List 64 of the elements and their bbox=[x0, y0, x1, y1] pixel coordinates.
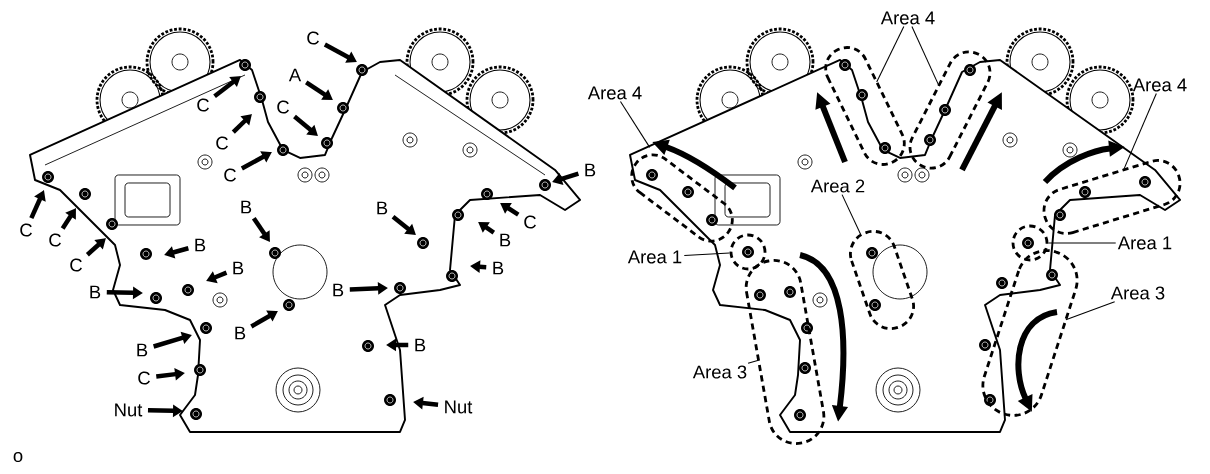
callout-letter: B bbox=[377, 201, 388, 215]
callout-letter: C bbox=[49, 233, 61, 247]
pointer-arrow bbox=[213, 76, 241, 98]
pointer-arrow bbox=[60, 208, 76, 230]
pointer-arrow bbox=[250, 310, 278, 329]
callout-letter: B bbox=[415, 338, 426, 352]
area-label: Area 3 bbox=[692, 365, 747, 379]
callout-letter: B bbox=[235, 326, 246, 340]
area-label: Area 4 bbox=[1132, 78, 1187, 92]
dashed-area-outline bbox=[908, 50, 992, 170]
callout-letter: B bbox=[137, 343, 148, 357]
callout-letter: Nut bbox=[445, 400, 473, 414]
dashed-area-outline bbox=[630, 153, 734, 243]
dashed-area-outline bbox=[849, 230, 915, 330]
leader-line bbox=[876, 26, 905, 83]
dashed-area-outline bbox=[981, 249, 1079, 417]
area-label: Area 4 bbox=[587, 86, 642, 100]
leader-line bbox=[1123, 93, 1157, 171]
leader-line bbox=[841, 194, 862, 235]
pointer-arrow bbox=[231, 114, 252, 134]
callout-letter: C bbox=[224, 168, 236, 182]
area-label: Area 3 bbox=[1110, 286, 1165, 300]
pointer-arrow bbox=[85, 238, 106, 257]
callout-letter: C bbox=[307, 31, 319, 45]
area-label: Area 2 bbox=[810, 179, 865, 193]
note-text: o bbox=[13, 451, 23, 463]
callout-letter: B bbox=[241, 200, 252, 214]
pointer-arrow bbox=[251, 217, 270, 242]
pointer-arrow bbox=[304, 80, 333, 100]
pointer-arrow bbox=[478, 222, 496, 235]
area-label: Area 4 bbox=[880, 11, 935, 25]
dashed-area-outline bbox=[824, 46, 906, 166]
callout-letter: C bbox=[70, 258, 82, 272]
callout-letter: C bbox=[277, 100, 289, 114]
pointer-arrow bbox=[240, 151, 272, 171]
callout-letter: B bbox=[333, 283, 344, 297]
callout-letter: C bbox=[524, 215, 536, 229]
callout-letter: B bbox=[90, 285, 101, 299]
callout-letter: B bbox=[585, 163, 596, 177]
callout-letter: A bbox=[288, 68, 302, 82]
callout-letter: C bbox=[216, 136, 228, 150]
dashed-area-outline bbox=[1042, 159, 1182, 235]
leader-line bbox=[683, 252, 731, 256]
callout-letter: B bbox=[233, 261, 244, 275]
pointer-arrow bbox=[293, 114, 318, 136]
leader-line bbox=[747, 359, 760, 364]
callout-letter: B bbox=[195, 238, 206, 252]
callout-letter: C bbox=[138, 371, 150, 385]
leader-line bbox=[911, 26, 940, 87]
callout-letter: Nut bbox=[115, 403, 143, 417]
pointer-arrow bbox=[323, 42, 357, 63]
leader-line bbox=[1047, 242, 1117, 244]
leader-line bbox=[619, 101, 651, 148]
area-label: Area 1 bbox=[627, 250, 682, 264]
dashed-area-outline bbox=[729, 233, 767, 271]
leader-line bbox=[1065, 301, 1116, 321]
dashed-area-outline bbox=[1011, 224, 1049, 262]
callout-letter: C bbox=[197, 98, 209, 112]
area-label: Area 1 bbox=[1117, 236, 1172, 250]
callout-letter: B bbox=[493, 261, 504, 275]
pointer-arrow bbox=[391, 214, 416, 235]
callout-letter: C bbox=[20, 223, 32, 237]
callout-letter: B bbox=[500, 233, 511, 247]
pointer-arrow bbox=[29, 190, 46, 220]
